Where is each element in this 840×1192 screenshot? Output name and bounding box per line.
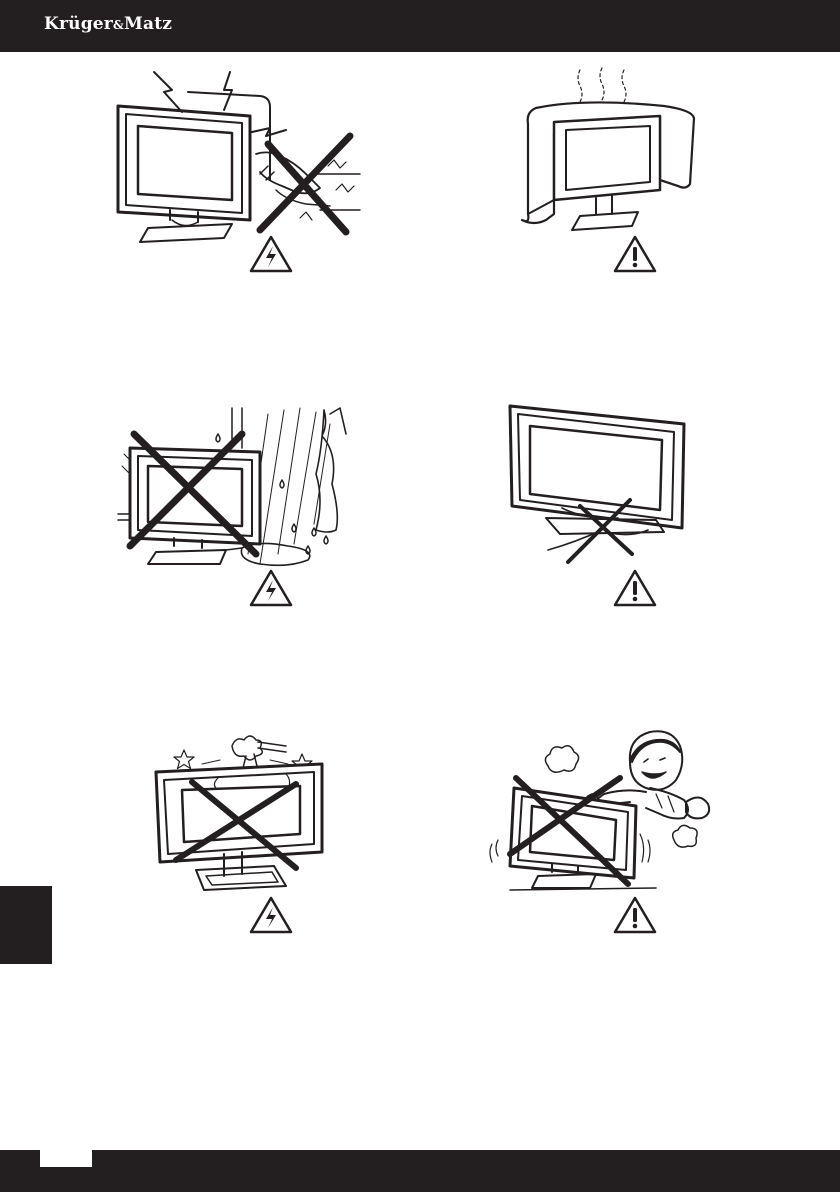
illustration-lightning-socket [110, 70, 370, 280]
page-number-tab [40, 1150, 92, 1167]
warning-caution-3 [612, 895, 658, 935]
illustration-rain-moisture [118, 404, 358, 574]
illustration-child-pushing [480, 722, 720, 898]
footer-bar [0, 1150, 840, 1192]
warning-electric-shock-1 [248, 234, 294, 274]
warning-caution-1 [612, 234, 658, 274]
tv-lightning-drawing [110, 70, 370, 280]
warning-caution-2 [612, 568, 658, 608]
brand-logo: Krüger&Matz [44, 14, 172, 34]
tv-cord-drawing [506, 402, 696, 572]
tv-vase-drawing [146, 730, 336, 894]
tv-child-drawing [480, 722, 720, 898]
tv-covered-drawing [514, 64, 714, 244]
caution-icon [612, 234, 658, 274]
electric-shock-icon [248, 234, 294, 274]
warning-electric-shock-2 [248, 568, 294, 608]
electric-shock-icon [248, 895, 294, 935]
warning-electric-shock-3 [248, 895, 294, 935]
language-side-tab [0, 886, 52, 964]
caution-icon [612, 568, 658, 608]
illustration-damaged-cord [506, 402, 696, 572]
electric-shock-icon [248, 568, 294, 608]
tv-rain-drawing [118, 404, 358, 574]
header-bar: Krüger&Matz [0, 0, 840, 52]
illustration-objects-on-top [146, 730, 336, 894]
caution-icon [612, 895, 658, 935]
illustration-covered-vents [514, 64, 714, 244]
